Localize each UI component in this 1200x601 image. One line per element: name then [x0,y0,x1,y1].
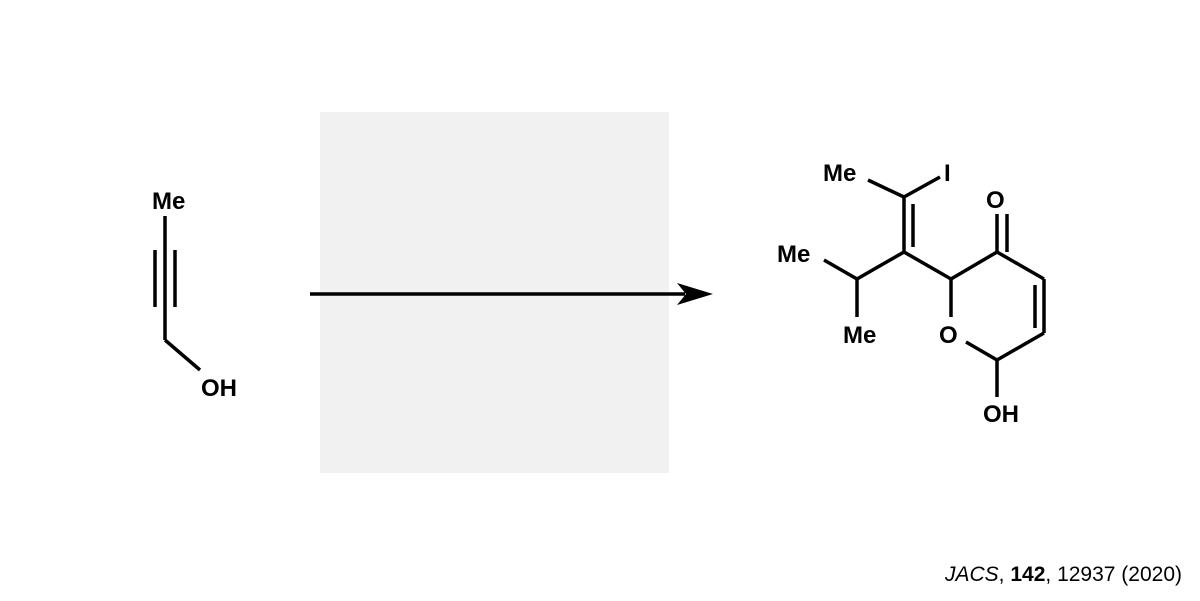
citation-journal: JACS [944,563,999,586]
sm-methyl-label: Me [152,188,185,215]
citation: JACS, 142, 12937 (2020) [945,563,1182,587]
prod-bond-ch-me1 [823,258,858,281]
prod-isopropyl-methyl-2-label: Me [843,322,876,349]
prod-iodo-label: I [944,160,951,187]
starting-material: Me OH [152,188,237,402]
sm-bond-ch2-o [163,338,202,372]
prod-bond-c2-c6 [903,250,952,281]
citation-pages-year: 12937 (2020) [1057,563,1182,586]
prod-bond-c2-ch [856,250,905,281]
prod-bond-c3-c2 [996,331,1045,362]
prod-bond-c5-c4 [996,250,1045,281]
sm-hydroxyl-label: OH [201,375,237,402]
product: Me I Me Me O O OH [777,160,1046,428]
citation-sep-1: , [998,563,1011,586]
prod-bond-c2-ringo [965,340,998,362]
prod-vinyl-methyl-label: Me [823,160,856,187]
citation-volume: 142 [1010,563,1046,586]
prod-hydroxyl-label: OH [983,401,1019,428]
prod-ketone-oxygen-label: O [986,187,1005,214]
reaction-arrow [310,283,713,305]
prod-ring-oxygen-label: O [939,322,958,349]
prod-bond-me-c1 [867,178,905,199]
citation-sep-2: , [1045,563,1058,586]
arrow-head [677,283,713,305]
prod-isopropyl-methyl-1-label: Me [777,241,810,268]
prod-bond-c6-c5 [950,250,998,281]
prod-bond-c1-i [903,175,941,199]
